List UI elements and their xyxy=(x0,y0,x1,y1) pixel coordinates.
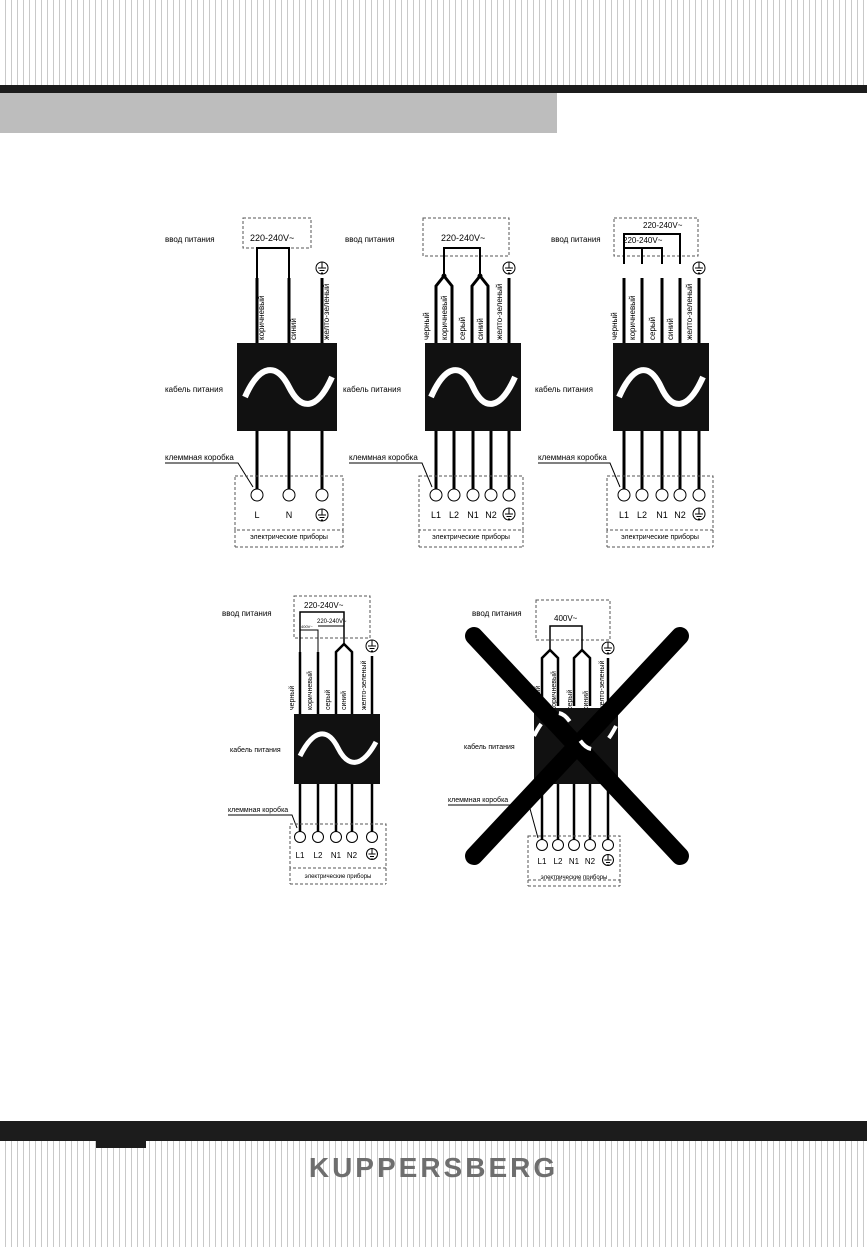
terminal-label: L1 xyxy=(538,857,547,866)
prohibited-cross-icon xyxy=(465,627,689,865)
voltage-outer-label: 220-240V~ xyxy=(643,221,683,230)
terminal-label: L2 xyxy=(554,857,563,866)
power-input-label: ввод питания xyxy=(165,235,215,244)
wiring-diagram-2: ввод питания 220-240V~ черный коричневый… xyxy=(343,198,543,565)
wire-label: синий xyxy=(289,318,298,340)
ground-terminal-icon xyxy=(366,831,378,860)
terminal-box-label: клеммная коробка xyxy=(349,453,418,462)
header-stripes xyxy=(0,0,867,85)
wiring-diagram-5-forbidden: ввод питания 400V~ черный коричневый сер… xyxy=(444,586,694,901)
cable-label: кабель питания xyxy=(230,746,281,754)
voltage-label: 220-240V~ xyxy=(441,233,485,243)
voltage-inner-label: 220-240V~ xyxy=(317,619,347,625)
ground-icon xyxy=(601,641,615,655)
terminal-label: L2 xyxy=(314,851,323,860)
wire-label: коричневый xyxy=(440,296,449,340)
wire-label: желто-зеленый xyxy=(685,284,694,340)
wire-label: коричневый xyxy=(306,671,314,710)
cable-label: кабель питания xyxy=(343,385,401,394)
terminal-box-label: клеммная коробка xyxy=(538,453,607,462)
voltage-inner-label: 220-240V~ xyxy=(623,236,663,245)
wire-label: черный xyxy=(288,686,296,710)
terminal-label: L1 xyxy=(296,851,305,860)
wire-label: синий xyxy=(582,691,590,710)
wire-label: коричневый xyxy=(257,296,266,340)
wire-label: желто-зеленый xyxy=(598,661,606,710)
wire-label: черный xyxy=(422,312,431,340)
power-input-label: ввод питания xyxy=(222,609,272,618)
wire-label: коричневый xyxy=(628,296,637,340)
voltage-label: 400V~ xyxy=(554,614,578,623)
terminal-label: N2 xyxy=(585,857,596,866)
terminal-label: N2 xyxy=(347,851,358,860)
terminal-label: L xyxy=(254,510,259,520)
appliance-label: электрические приборы xyxy=(250,533,328,541)
header-band xyxy=(0,93,557,133)
wire-label: желто-зеленый xyxy=(360,661,368,710)
wire-label: синий xyxy=(476,318,485,340)
brand-logo: KUPPERSBERG xyxy=(308,1152,559,1183)
wire-label: коричневый xyxy=(550,671,558,710)
ground-icon xyxy=(365,639,379,653)
wire-label: синий xyxy=(340,691,348,710)
footer-stripes xyxy=(0,1141,867,1247)
terminal-label: N2 xyxy=(674,510,686,520)
footer-rule xyxy=(0,1121,867,1141)
header-rule xyxy=(0,85,867,93)
wire-label: серый xyxy=(648,317,657,340)
voltage-small-label: 400V~ xyxy=(301,624,313,629)
terminal-label: N1 xyxy=(569,857,580,866)
appliance-label: электрические приборы xyxy=(432,533,510,541)
voltage-outer-label: 220-240V~ xyxy=(304,601,344,610)
wiring-diagram-4: ввод питания 220-240V~ 400V~ 220-240V~ ч… xyxy=(222,586,412,901)
wire-label: серый xyxy=(566,690,574,710)
wire-label: серый xyxy=(458,317,467,340)
terminal-label: N xyxy=(286,510,293,520)
power-input-label: ввод питания xyxy=(472,609,522,618)
appliance-label: электрические приборы xyxy=(621,533,699,541)
power-input-label: ввод питания xyxy=(345,235,395,244)
terminal-label: N1 xyxy=(656,510,668,520)
ground-icon xyxy=(315,261,329,275)
ground-icon xyxy=(692,261,706,275)
terminal-box-label: клеммная коробка xyxy=(228,806,288,814)
terminal-label: L2 xyxy=(449,510,459,520)
appliance-label: электрические приборы xyxy=(541,875,608,881)
power-input-label: ввод питания xyxy=(551,235,601,244)
appliance-label: электрические приборы xyxy=(305,874,372,880)
ground-terminal-icon xyxy=(502,488,516,521)
ground-terminal-icon xyxy=(692,488,706,521)
wire-label: желто-зеленый xyxy=(495,284,504,340)
wire-label: серый xyxy=(324,690,332,710)
terminal-label: N1 xyxy=(331,851,342,860)
wire-label: желто-зеленый xyxy=(322,284,331,340)
wiring-diagram-1: ввод питания 220-240V~ коричневый синий … xyxy=(165,198,365,565)
wire-label: синий xyxy=(666,318,675,340)
terminal-label: N1 xyxy=(467,510,479,520)
cable-label: кабель питания xyxy=(464,743,515,751)
terminal-label: L1 xyxy=(619,510,629,520)
terminal-label: N2 xyxy=(485,510,497,520)
ground-terminal-icon xyxy=(315,488,329,522)
cable-label: кабель питания xyxy=(535,385,593,394)
voltage-label: 220-240V~ xyxy=(250,233,294,243)
terminal-label: L2 xyxy=(637,510,647,520)
terminal-box-label: клеммная коробка xyxy=(448,796,508,804)
footer-tab xyxy=(96,1141,146,1148)
ground-terminal-icon xyxy=(602,839,614,866)
terminal-box-label: клеммная коробка xyxy=(165,453,234,462)
wire-label: черный xyxy=(610,312,619,340)
wiring-diagram-3: ввод питания 220-240V~ 220-240V~ черный … xyxy=(535,198,735,565)
cable-label: кабель питания xyxy=(165,385,223,394)
ground-icon xyxy=(502,261,516,275)
terminal-label: L1 xyxy=(431,510,441,520)
